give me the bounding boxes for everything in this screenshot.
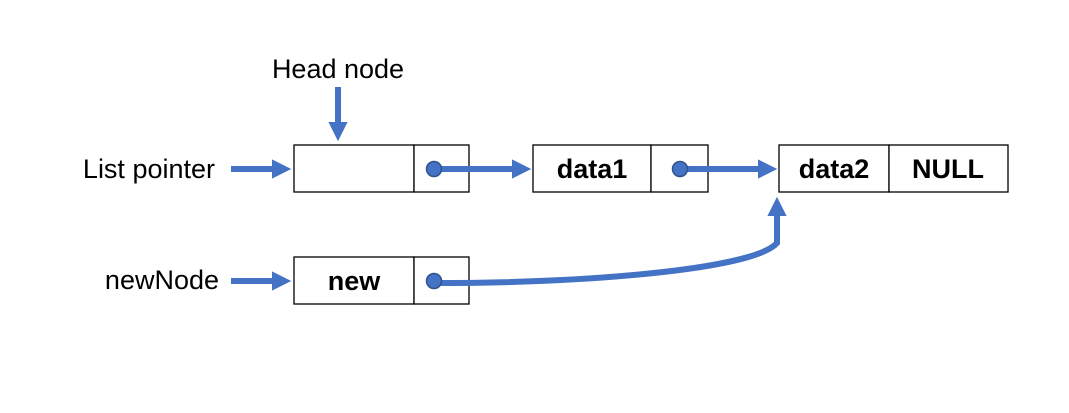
data1-pointer-dot: [671, 160, 689, 178]
data1-text: data1: [557, 154, 628, 184]
data2-text: data2: [799, 154, 870, 184]
head-node-label: Head node: [272, 54, 404, 84]
new-node-label: newNode: [105, 265, 219, 295]
head-node: [293, 144, 470, 193]
null-text: NULL: [912, 154, 984, 184]
data1-node: data1: [532, 144, 709, 193]
data1-data-cell: [532, 144, 652, 193]
new-to-data2-arrow: [435, 196, 787, 286]
data2-node: data2 NULL: [778, 144, 1009, 193]
data2-data-cell: [778, 144, 890, 193]
new-node-text: new: [328, 266, 382, 296]
new-pointer-dot: [425, 272, 443, 290]
data2-next-cell: [888, 144, 1009, 193]
head-pointer-dot: [425, 160, 443, 178]
head-node-data-cell: [293, 144, 415, 193]
list-pointer-label: List pointer: [83, 154, 215, 184]
